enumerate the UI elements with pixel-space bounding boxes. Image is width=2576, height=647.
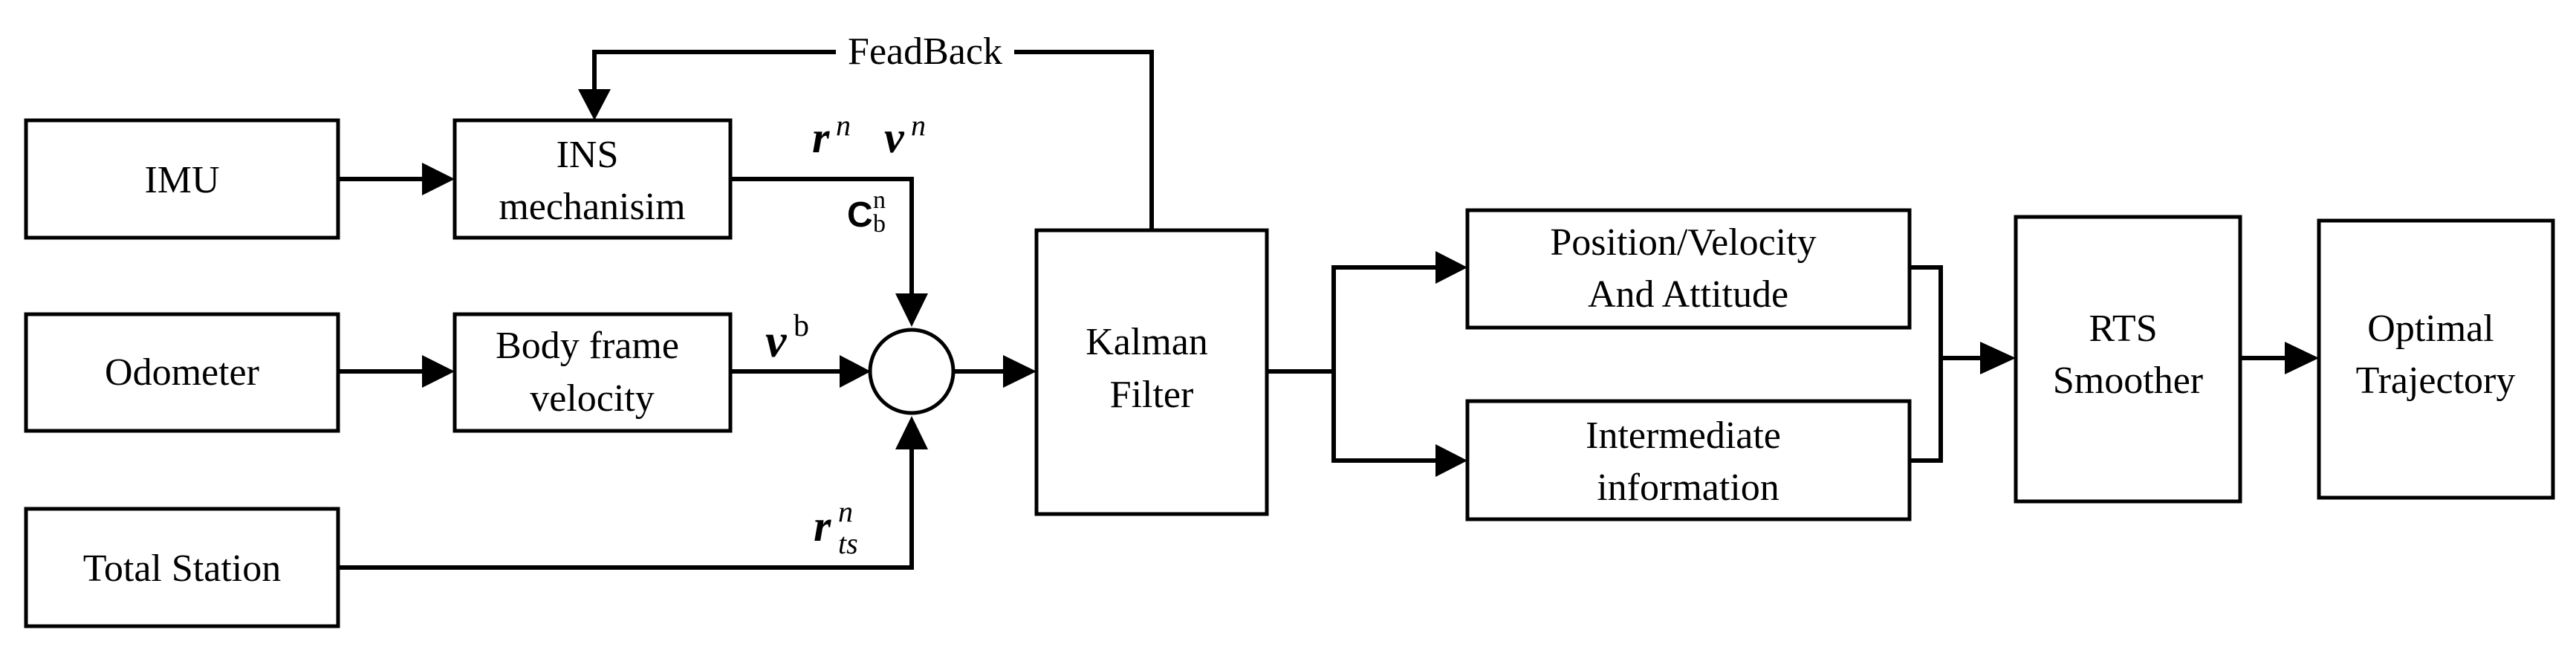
edge-total-station-to-junction: [338, 449, 914, 570]
imu-label: IMU: [144, 159, 219, 201]
ins-label-line-1: INS: [557, 134, 619, 176]
total-station-label: Total Station: [83, 547, 281, 590]
math-v-n-base: v: [884, 113, 905, 162]
edge-intermediate-to-rts: [1910, 358, 1943, 463]
math-r-n-base: r: [812, 113, 830, 162]
optimal-trajectory-box: [2317, 218, 2555, 500]
pos-vel-label-line-1: Position/Velocity: [1550, 221, 1816, 264]
summing-junction: [868, 328, 956, 415]
kalman-filter-box: [1034, 228, 1269, 516]
ins-mechanisim-box: [452, 118, 733, 240]
edge-kalman-to-intermediate: [1331, 371, 1438, 463]
odometer-box: [24, 312, 340, 433]
arrowhead-junction-bottom: [895, 416, 928, 449]
math-r-n-sup: n: [836, 108, 851, 142]
intermediate-label-line-1: Intermediate: [1586, 414, 1781, 457]
intermediate-information-label: Intermediate information: [1586, 414, 1791, 509]
edge-ins-to-junction: [730, 177, 914, 293]
math-v-b: v b: [765, 309, 809, 367]
arrowhead-junction-top: [895, 293, 928, 327]
math-r-n: r n: [812, 108, 851, 162]
kalman-label-line-1: Kalman: [1086, 321, 1208, 363]
rts-label-line-2: Smoother: [2053, 360, 2203, 402]
odometer-label: Odometer: [105, 351, 259, 394]
arrowhead-optimal: [2285, 342, 2319, 374]
math-c-base: C: [847, 195, 873, 235]
arrowhead-kalman: [1003, 355, 1036, 388]
body-frame-velocity-box: [452, 312, 733, 433]
imu-box: [24, 118, 340, 240]
optimal-label-line-2: Trajectory: [2356, 360, 2516, 402]
body-frame-velocity-label: Body frame velocity: [496, 325, 689, 420]
feedback-label: FeadBack: [848, 30, 1002, 73]
rts-smoother-label: RTS Smoother: [2053, 308, 2203, 402]
math-r-ts-n: r n ts: [814, 495, 858, 560]
intermediate-label-line-2: information: [1597, 466, 1779, 509]
math-r-ts-sub: ts: [838, 527, 858, 560]
total-station-box: [24, 507, 340, 628]
ins-label-line-2: mechanisim: [499, 186, 685, 228]
position-velocity-attitude-label: Position/Velocity And Attitude: [1550, 221, 1826, 316]
position-velocity-attitude-box: [1465, 208, 1912, 330]
optimal-trajectory-label: Optimal Trajectory: [2356, 308, 2516, 402]
edge-pos-vel-to-rts: [1910, 265, 1943, 358]
arrowhead-pos-vel: [1435, 251, 1467, 284]
arrowhead-ins: [422, 163, 455, 195]
pos-vel-label-line-2: And Attitude: [1588, 273, 1788, 316]
ins-label: INS mechanisim: [499, 134, 685, 228]
body-frame-label-line-1: Body frame: [496, 325, 679, 367]
math-c-sub: b: [873, 210, 886, 238]
math-c-sup: n: [873, 186, 886, 214]
arrowhead-feedback: [578, 89, 611, 120]
optimal-label-line-1: Optimal: [2367, 308, 2494, 350]
edge-kalman-to-pos-vel: [1267, 265, 1438, 374]
math-v-n-sup: n: [911, 108, 926, 142]
math-r-ts-sup: n: [838, 495, 853, 528]
arrowhead-rts: [1980, 342, 2016, 374]
intermediate-information-box: [1465, 399, 1912, 521]
rts-smoother-box: [2014, 215, 2242, 504]
kalman-label-line-2: Filter: [1110, 374, 1194, 416]
arrowhead-junction-left: [840, 355, 871, 388]
math-r-ts-base: r: [814, 501, 831, 550]
kalman-filter-label: Kalman Filter: [1086, 321, 1218, 416]
arrowhead-body-frame: [422, 355, 455, 388]
rts-label-line-1: RTS: [2089, 308, 2157, 350]
math-v-b-sup: b: [794, 309, 809, 343]
body-frame-label-line-2: velocity: [530, 377, 655, 420]
math-v-b-base: v: [765, 314, 787, 367]
math-v-n: v n: [884, 108, 926, 162]
arrowhead-intermediate: [1435, 444, 1467, 477]
feedback-label-bg: [836, 28, 1014, 73]
math-c-b-n: C n b: [847, 186, 889, 238]
